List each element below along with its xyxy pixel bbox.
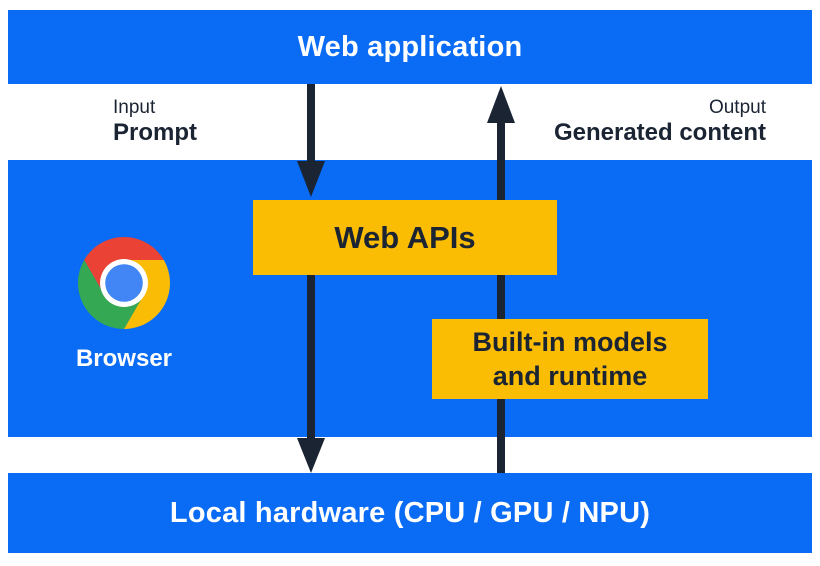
input-down-arrow (297, 84, 325, 473)
built-in-models-box: Built-in models and runtime (432, 319, 708, 399)
browser-label: Browser (75, 345, 173, 372)
output-label-group: Output Generated content (554, 96, 766, 147)
built-in-models-label-line2: and runtime (492, 361, 648, 391)
output-value-label: Generated content (553, 119, 766, 146)
built-in-models-label-line1: Built-in models (472, 327, 668, 357)
input-kind-label: Input (113, 97, 156, 118)
input-label-group: Input Prompt (113, 96, 197, 147)
local-hardware-bar: Local hardware (CPU / GPU / NPU) (8, 473, 812, 553)
local-hardware-label: Local hardware (CPU / GPU / NPU) (169, 496, 651, 529)
web-application-label: Web application (297, 30, 523, 63)
web-apis-label: Web APIs (334, 219, 476, 255)
web-application-bar: Web application (8, 10, 812, 84)
output-kind-label: Output (708, 97, 766, 118)
output-up-arrow (487, 86, 515, 473)
chrome-icon (78, 237, 170, 329)
input-value-label: Prompt (113, 119, 197, 146)
web-apis-box: Web APIs (253, 200, 557, 275)
